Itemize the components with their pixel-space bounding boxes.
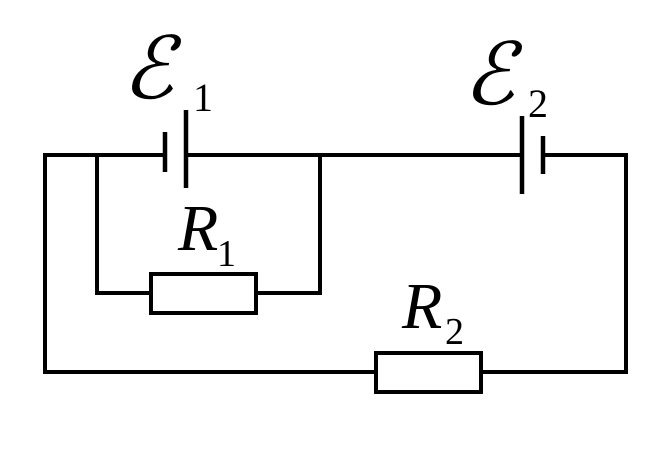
- resistor-2-subscript: 2: [445, 311, 464, 353]
- resistor-1-symbol: R: [177, 192, 218, 265]
- resistor-1-label: R 1: [177, 192, 236, 275]
- emf-2-subscript: 2: [528, 81, 548, 126]
- resistor-2-label: R 2: [401, 270, 464, 353]
- emf-2-label: ℰ 2: [463, 25, 548, 126]
- battery-1: [162, 110, 189, 188]
- resistor-2: [374, 351, 483, 394]
- emf-1-symbol: ℰ: [122, 19, 182, 119]
- emf-1-label: ℰ 1: [122, 19, 213, 120]
- emf-1-subscript: 1: [193, 75, 213, 120]
- outer-loop-wires: [43, 153, 628, 374]
- resistor-1-subscript: 1: [217, 233, 236, 275]
- battery-2: [519, 116, 546, 194]
- resistor-1: [149, 272, 258, 315]
- emf-2-symbol: ℰ: [463, 25, 523, 125]
- resistor-2-symbol: R: [401, 270, 442, 343]
- parallel-branch-wires: [95, 153, 322, 295]
